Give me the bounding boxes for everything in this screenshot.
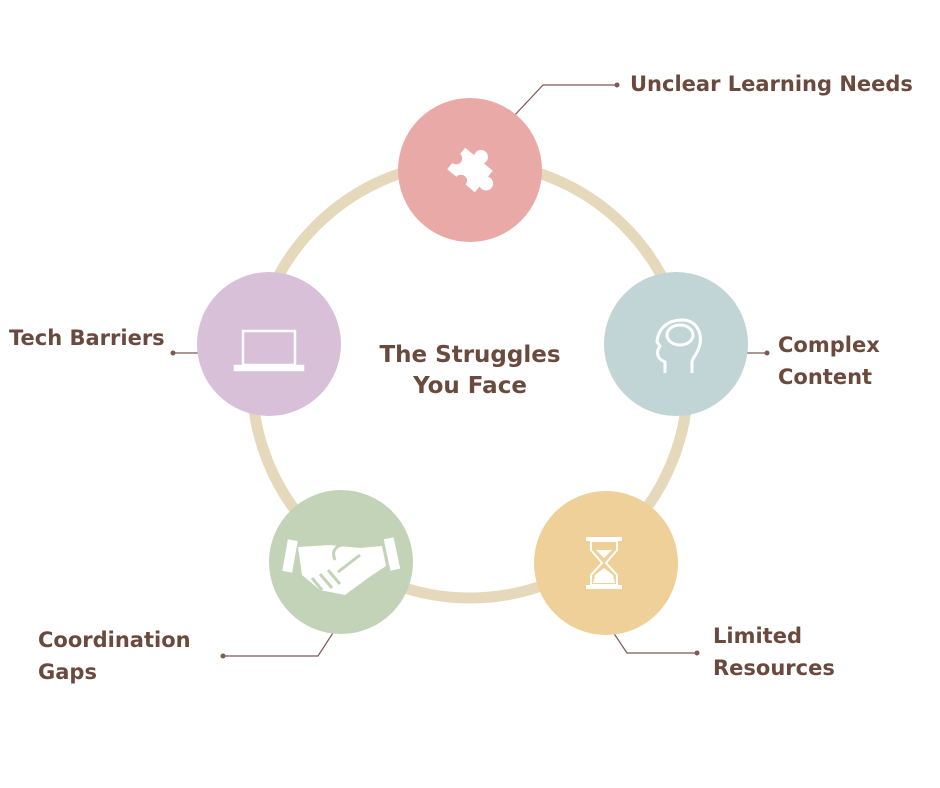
head-icon <box>655 318 702 373</box>
connector-unclear <box>512 84 617 118</box>
label-tech-barriers: Tech Barriers <box>9 326 165 350</box>
laptop-icon <box>233 329 305 372</box>
title-line-1: The Struggles <box>379 342 561 368</box>
handshake-icon <box>282 537 401 595</box>
label-complex-content: Complex Content <box>778 329 880 393</box>
label-line: Complex <box>778 333 880 357</box>
label-limited-resources: Limited Resources <box>713 620 835 684</box>
label-coordination-gaps: Coordination Gaps <box>38 624 191 688</box>
label-line: Limited <box>713 624 802 648</box>
circle-tech-barriers <box>197 272 341 416</box>
hourglass-icon <box>586 537 622 589</box>
diagram-title: The Struggles You Face <box>320 340 620 402</box>
puzzle-icon <box>447 147 494 193</box>
label-line: Gaps <box>38 660 97 684</box>
label-line: Resources <box>713 656 835 680</box>
title-line-2: You Face <box>413 373 527 399</box>
label-unclear-learning-needs: Unclear Learning Needs <box>630 72 913 96</box>
label-line: Content <box>778 365 873 389</box>
label-line: Coordination <box>38 628 191 652</box>
